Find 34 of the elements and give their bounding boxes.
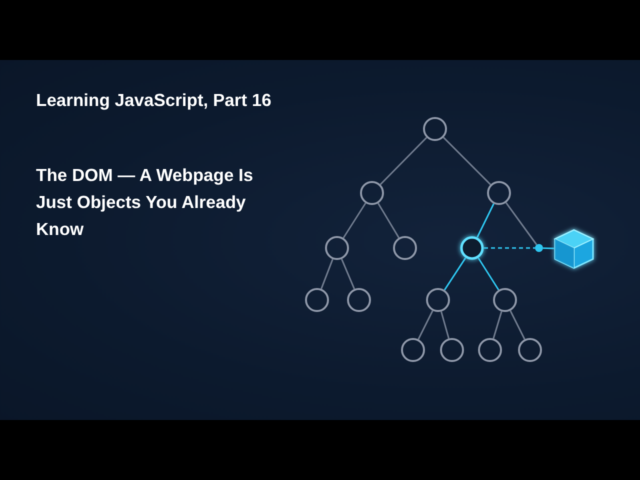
tree-node-circle <box>493 288 517 312</box>
cube-icon <box>554 229 594 269</box>
connector-line <box>444 258 466 290</box>
connector-line <box>476 203 494 238</box>
tree-node-circle <box>360 181 384 205</box>
connector-line <box>380 137 428 185</box>
connector-line <box>492 311 502 339</box>
connector-line <box>377 202 400 238</box>
title: The DOM — A Webpage Is Just Objects You Already Know <box>36 164 254 241</box>
tree-node-circle <box>305 288 329 312</box>
junction-dot <box>535 244 543 252</box>
connector-line <box>510 310 526 340</box>
connector-line <box>442 136 492 186</box>
series-label: Learning JavaScript, Part 16 <box>36 89 272 112</box>
tree-node-circle <box>487 181 511 205</box>
tree-node-circle <box>518 338 542 362</box>
tree-node-circle <box>423 117 447 141</box>
tree-node-circle <box>325 236 349 260</box>
tree-node-circle <box>478 338 502 362</box>
connector-line <box>320 258 334 290</box>
connector-line <box>505 202 538 246</box>
tree-node-circle <box>426 288 450 312</box>
connector-line <box>440 311 450 339</box>
connector-line <box>418 310 434 340</box>
tree-node-circle <box>347 288 371 312</box>
connector-line <box>342 202 366 238</box>
tree-node-circle <box>440 338 464 362</box>
highlighted-node-circle <box>460 236 484 260</box>
connector-line <box>484 247 535 249</box>
connector-line <box>340 258 356 290</box>
tree-node-circle <box>401 338 425 362</box>
connector-line <box>542 247 554 250</box>
connector-line <box>478 258 500 290</box>
tree-node-circle <box>393 236 417 260</box>
